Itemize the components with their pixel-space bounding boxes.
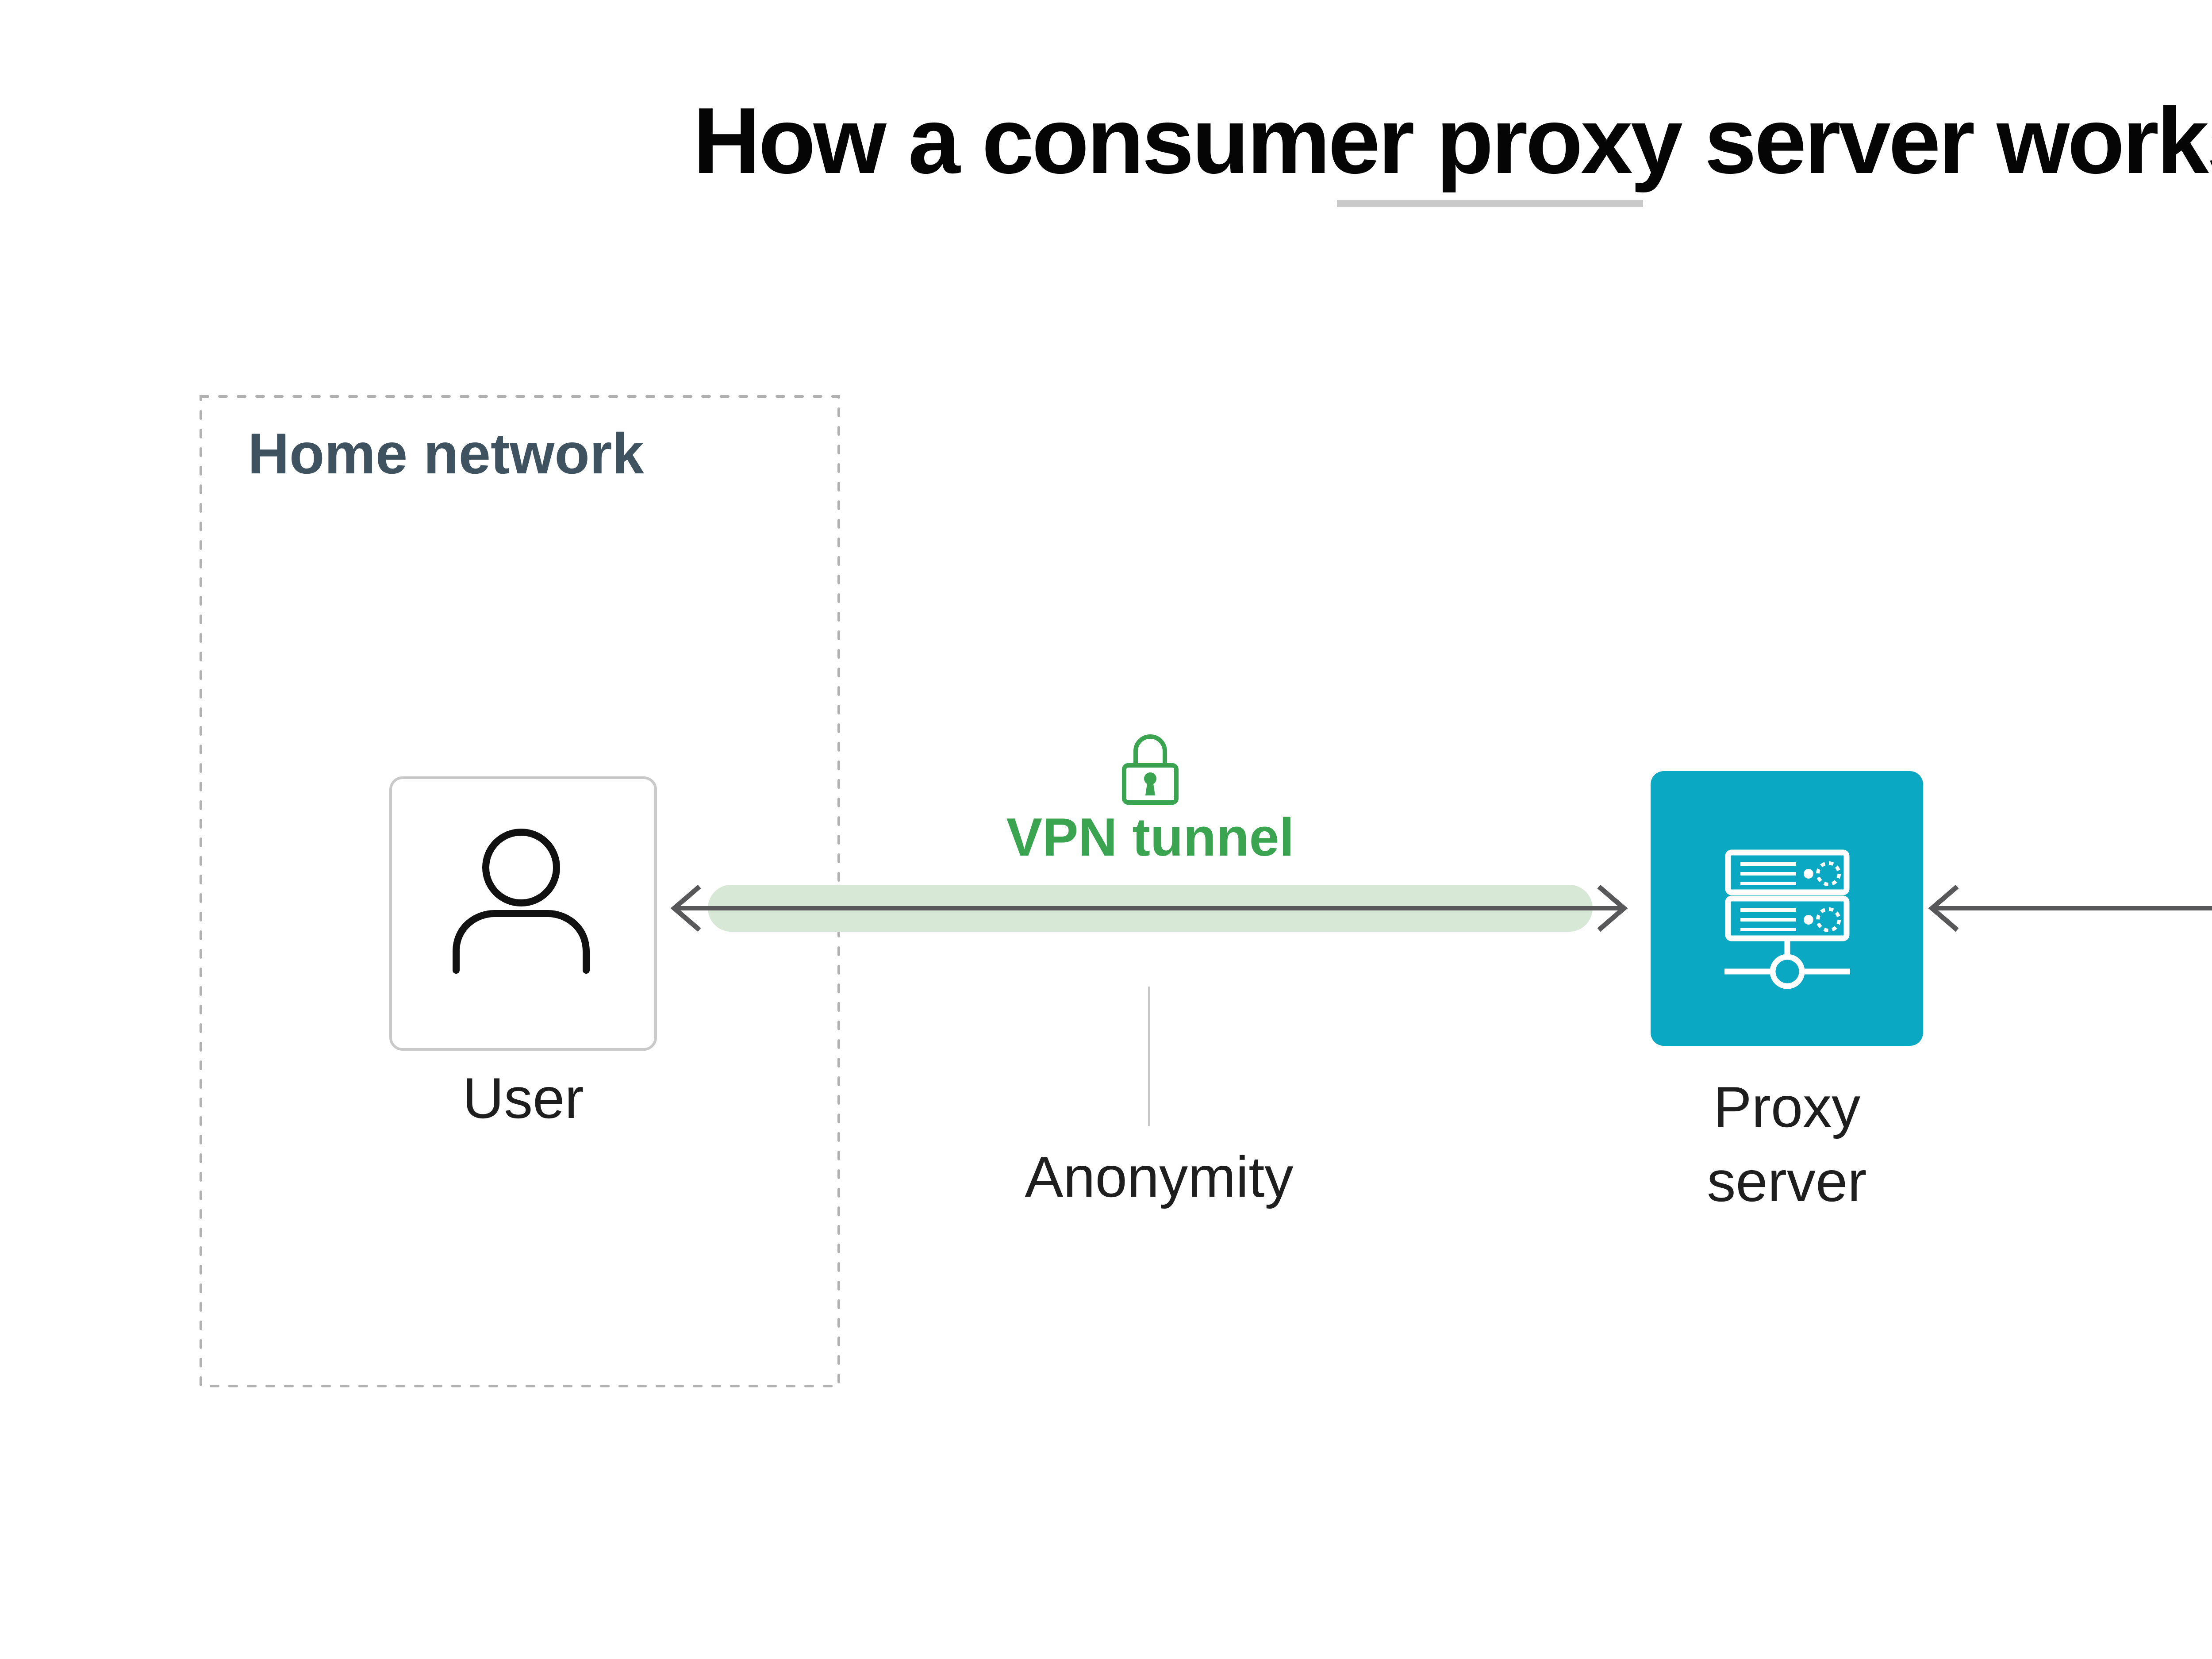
- double-headed-arrow-icon: [670, 884, 1628, 932]
- vpn-tunnel-label: VPN tunnel: [1006, 807, 1294, 867]
- person-icon: [453, 829, 590, 974]
- home-network-label: Home network: [248, 421, 644, 486]
- user-label: User: [462, 1066, 584, 1130]
- double-headed-arrow-icon: [1928, 884, 2212, 932]
- page-title: How a consumer proxy server works: [693, 88, 2212, 193]
- anonymity-connector-line: [1148, 987, 1150, 1126]
- anonymity-label: Anonymity: [1025, 1144, 1294, 1209]
- proxy-server-label: Proxy server: [1707, 1075, 1867, 1214]
- server-rack-network-icon: [1724, 849, 1850, 989]
- title-underline: [1337, 200, 1643, 207]
- padlock-icon: [1122, 734, 1179, 805]
